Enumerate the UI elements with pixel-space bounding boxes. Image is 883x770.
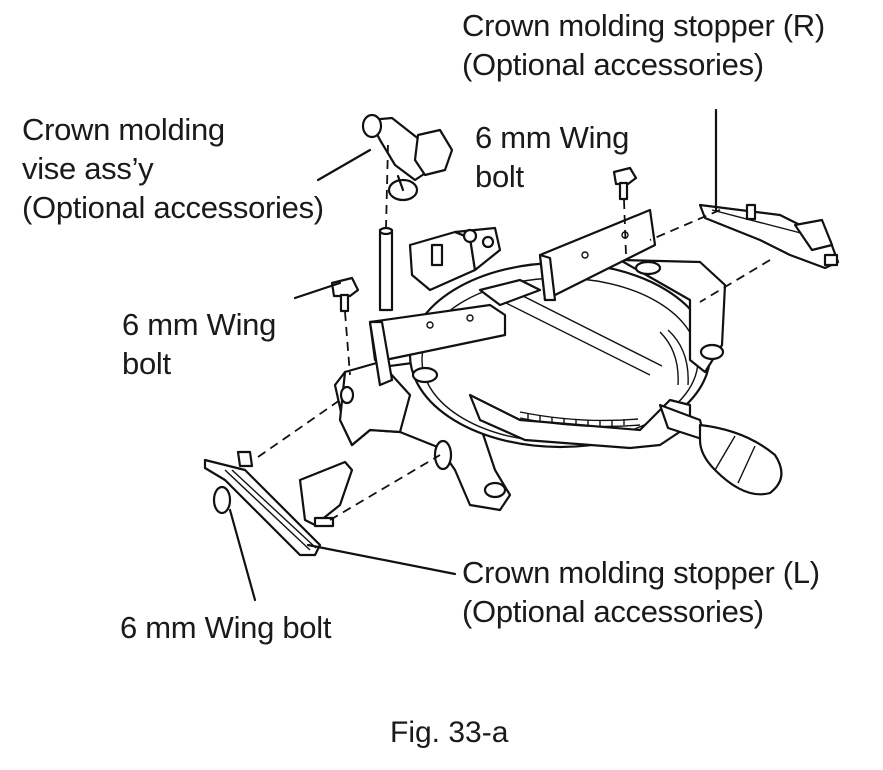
label-vise-line2: vise ass’y: [22, 151, 154, 186]
label-wing-bolt-top-line2: bolt: [475, 159, 524, 194]
saw-head: [408, 226, 502, 292]
label-vise-line1: Crown molding: [22, 112, 225, 147]
assembly-lines: [257, 144, 771, 521]
label-stopper-r-line2: (Optional accessories): [462, 47, 764, 82]
label-wing-bolt-top: 6 mm Wing bolt: [475, 118, 629, 196]
vise-assy: [361, 113, 454, 312]
saw-base: [333, 258, 727, 512]
label-wing-bolt-bottom-text: 6 mm Wing bolt: [120, 610, 332, 645]
label-wing-bolt-bottom: 6 mm Wing bolt: [120, 608, 331, 647]
label-wing-bolt-left: 6 mm Wing bolt: [122, 305, 276, 383]
wing-bolt-top-part: [612, 166, 638, 201]
wing-bolt-left-part: [330, 276, 360, 313]
label-wing-bolt-left-line1: 6 mm Wing: [122, 307, 277, 342]
label-vise: Crown molding vise ass’y (Optional acces…: [22, 110, 324, 227]
label-stopper-l-line1: Crown molding stopper (L): [462, 555, 820, 590]
label-wing-bolt-top-line1: 6 mm Wing: [475, 120, 630, 155]
figure-caption: Fig. 33-a: [390, 716, 509, 749]
label-stopper-l-line2: (Optional accessories): [462, 594, 764, 629]
label-stopper-r: Crown molding stopper (R) (Optional acce…: [462, 6, 825, 84]
stopper-l-part: [203, 450, 354, 557]
leader-lines: [228, 108, 718, 602]
label-vise-line3: (Optional accessories): [22, 190, 324, 225]
stopper-r-part: [698, 203, 840, 270]
label-stopper-l: Crown molding stopper (L) (Optional acce…: [462, 553, 820, 631]
label-stopper-r-line1: Crown molding stopper (R): [462, 8, 825, 43]
fences: [368, 208, 657, 387]
lock-handle: [658, 403, 783, 496]
label-wing-bolt-left-line2: bolt: [122, 346, 171, 381]
